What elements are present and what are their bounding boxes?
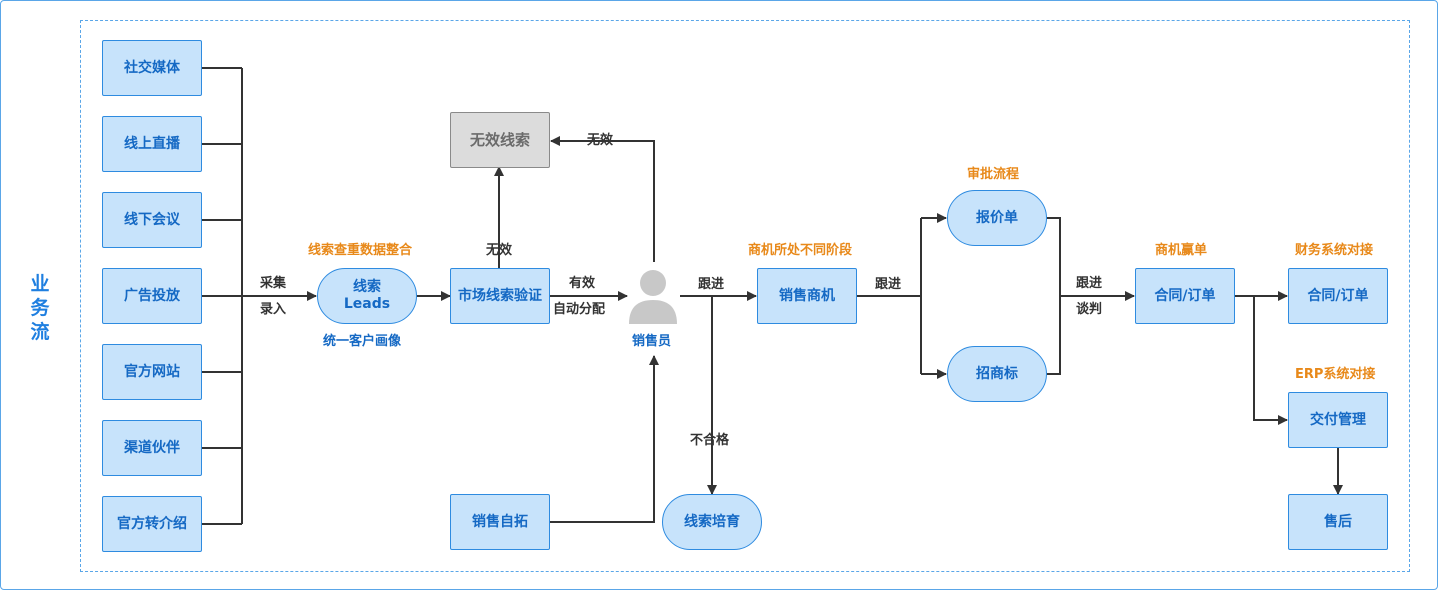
- leads-line2: Leads: [343, 296, 391, 312]
- customer-profile-label: 统一客户画像: [323, 334, 402, 349]
- entry-label: 录入: [260, 302, 287, 317]
- unqualified-label: 不合格: [690, 433, 730, 448]
- after-sales[interactable]: 售后: [1288, 494, 1388, 550]
- quotation[interactable]: 报价单: [947, 190, 1047, 246]
- opportunity-stage-label: 商机所处不同阶段: [748, 243, 853, 258]
- delivery-management[interactable]: 交付管理: [1288, 392, 1388, 448]
- leads-line1: 线索: [353, 279, 381, 295]
- negotiate-label: 谈判: [1076, 302, 1103, 317]
- diagram-title: 业务流: [30, 273, 50, 343]
- lead-nurturing[interactable]: 线索培育: [662, 494, 762, 550]
- source-referral[interactable]: 官方转介绍: [102, 496, 202, 552]
- sales-self-expand[interactable]: 销售自拓: [450, 494, 550, 550]
- valid-label: 有效: [569, 276, 596, 291]
- approval-flow-label: 审批流程: [967, 167, 1020, 182]
- invalid-leads-box[interactable]: 无效线索: [450, 112, 550, 168]
- invalid-right-label: 无效: [587, 133, 614, 148]
- win-deal-label: 商机赢单: [1155, 243, 1208, 258]
- collect-label: 采集: [260, 276, 287, 291]
- inner-dashed-frame: [80, 20, 1410, 572]
- market-lead-verification[interactable]: 市场线索验证: [450, 268, 550, 324]
- invalid-up-label: 无效: [486, 243, 513, 258]
- follow-label-2: 跟进: [875, 277, 902, 292]
- negotiate-follow-label: 跟进: [1076, 276, 1103, 291]
- source-offline-meeting[interactable]: 线下会议: [102, 192, 202, 248]
- source-social-media[interactable]: 社交媒体: [102, 40, 202, 96]
- source-advertising[interactable]: 广告投放: [102, 268, 202, 324]
- auto-assign-label: 自动分配: [553, 302, 606, 317]
- leads-dedup-label: 线索查重数据整合: [308, 243, 413, 258]
- leads-node[interactable]: 线索 Leads: [317, 268, 417, 324]
- source-channel-partner[interactable]: 渠道伙伴: [102, 420, 202, 476]
- finance-integration-label: 财务系统对接: [1295, 243, 1374, 258]
- erp-integration-label: ERP系统对接: [1295, 367, 1376, 382]
- tender[interactable]: 招商标: [947, 346, 1047, 402]
- win-contract-order[interactable]: 合同/订单: [1135, 268, 1235, 324]
- source-official-website[interactable]: 官方网站: [102, 344, 202, 400]
- salesperson-icon: [629, 270, 677, 324]
- salesperson-label: 销售员: [632, 334, 672, 349]
- finance-contract-order[interactable]: 合同/订单: [1288, 268, 1388, 324]
- follow-label: 跟进: [698, 277, 725, 292]
- sales-opportunity[interactable]: 销售商机: [757, 268, 857, 324]
- source-online-live[interactable]: 线上直播: [102, 116, 202, 172]
